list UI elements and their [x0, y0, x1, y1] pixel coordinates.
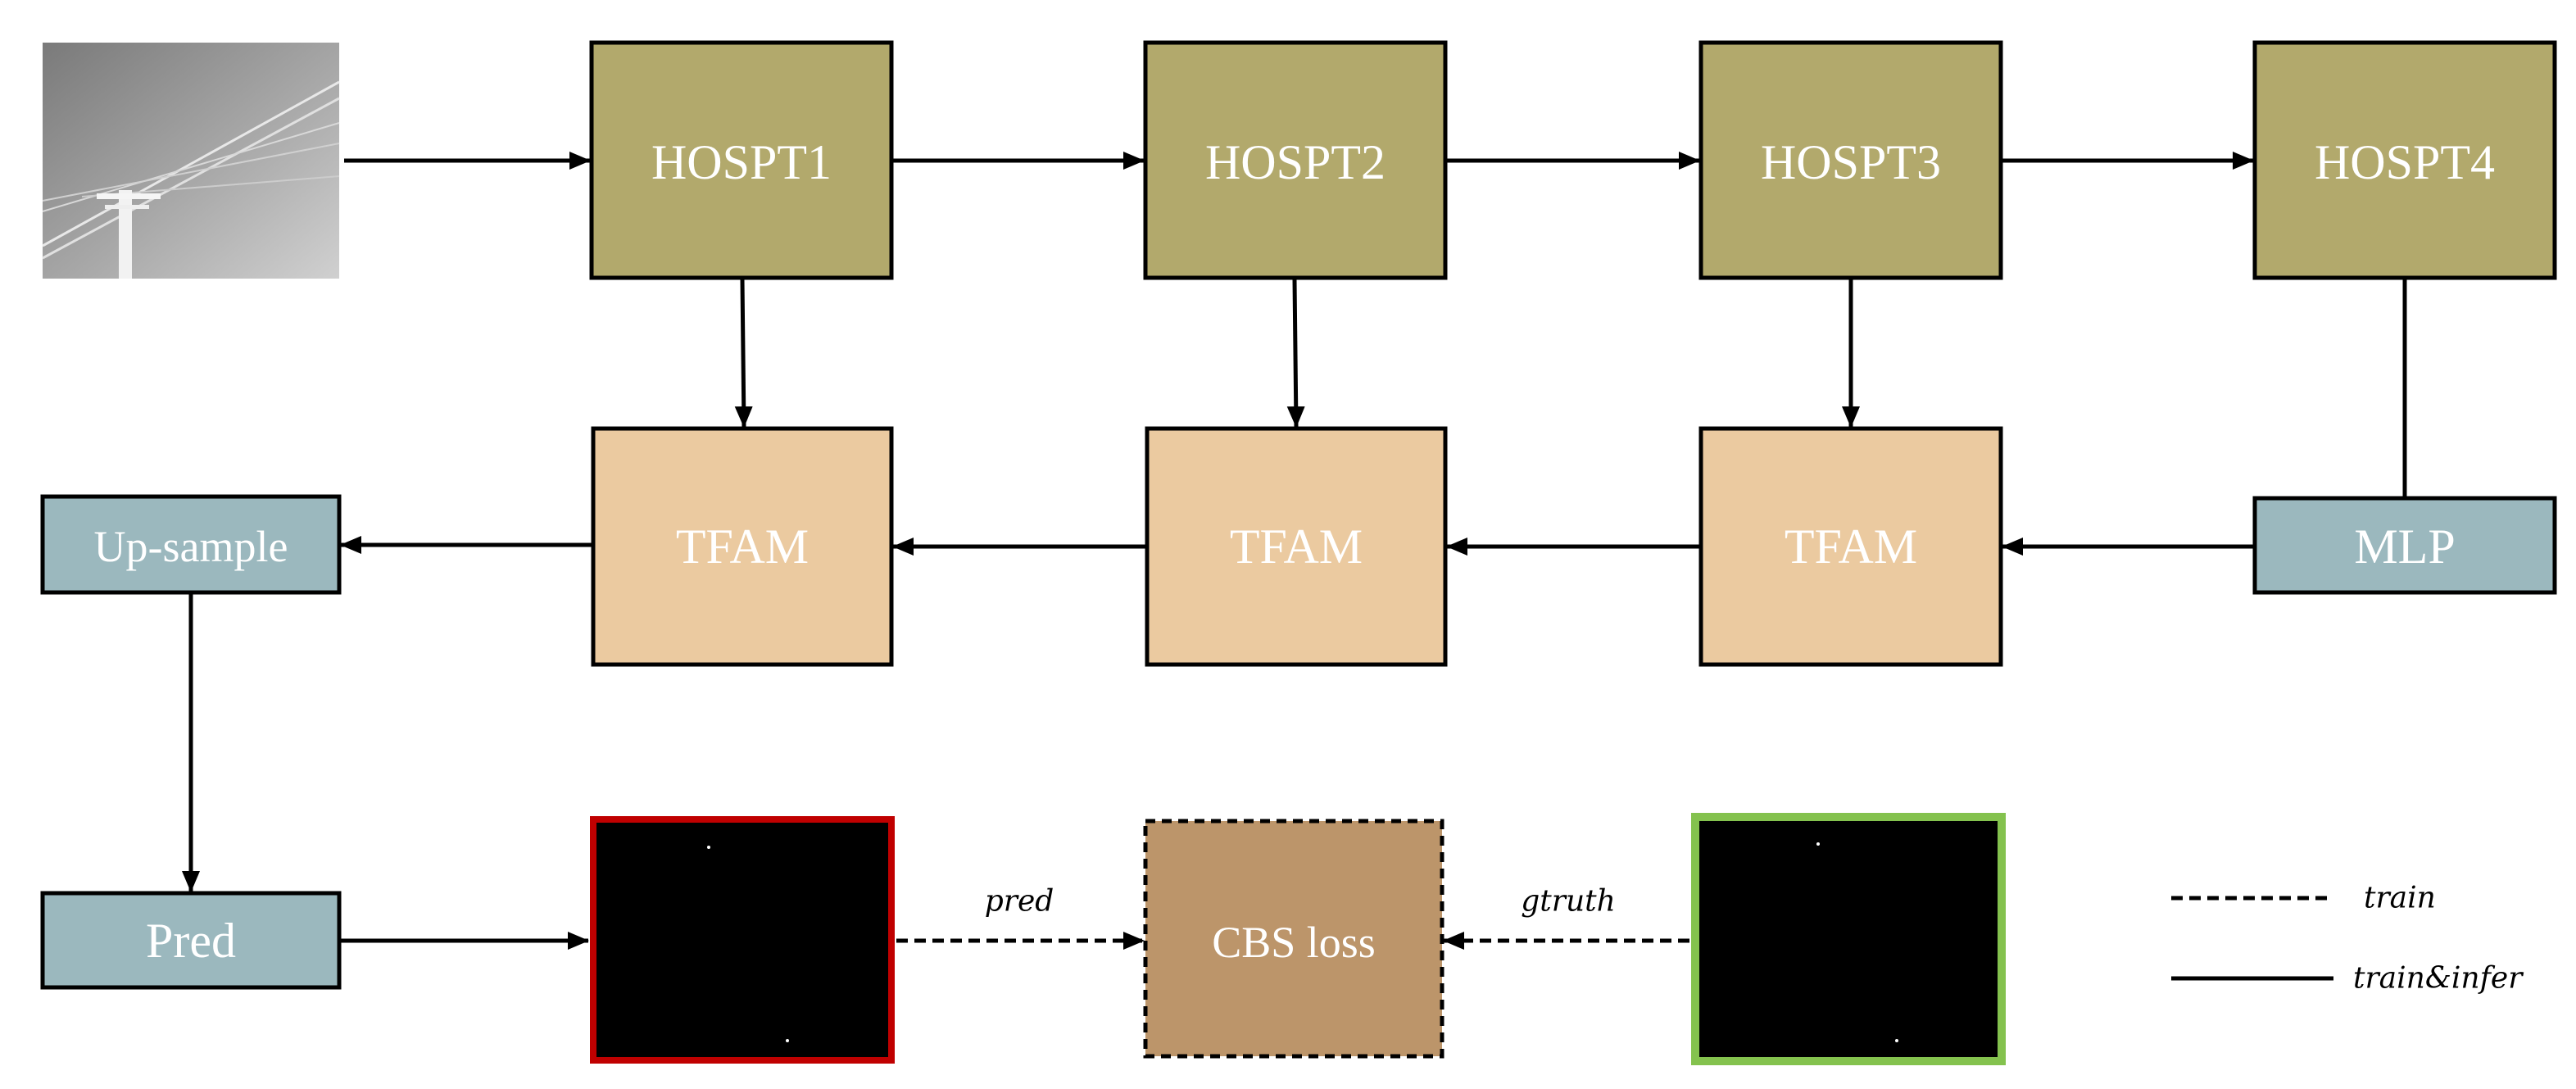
- hospt1-label: HOSPT1: [651, 135, 832, 189]
- input-image: [42, 43, 340, 279]
- hospt1-block: HOSPT1: [589, 40, 894, 280]
- cbs-loss-block: CBS loss: [1143, 819, 1444, 1059]
- tfam1-block: TFAM: [591, 426, 894, 667]
- tfam2-block: TFAM: [1145, 426, 1448, 667]
- pred-block: Pred: [40, 891, 342, 990]
- hospt3-block: HOSPT3: [1698, 40, 2003, 280]
- arrow-hospt2-to-tfam2: [1286, 279, 1305, 428]
- tfam2-label: TFAM: [1230, 520, 1363, 574]
- decoder-arrows: [340, 536, 2253, 556]
- hospt4-label: HOSPT4: [2315, 135, 2495, 189]
- upsample-label: Up-sample: [94, 522, 288, 571]
- arrow-hospt1-to-tfam1: [734, 279, 753, 428]
- hospt4-block: HOSPT4: [2252, 40, 2557, 280]
- ground-truth-map: [1691, 813, 2006, 1065]
- prediction-map: [590, 816, 895, 1064]
- mlp-block: MLP: [2252, 496, 2557, 595]
- legend-train-label: train: [2364, 882, 2436, 915]
- tfam3-label: TFAM: [1785, 520, 1917, 574]
- legend: train train&infer: [2171, 882, 2524, 996]
- pred-label: Pred: [146, 914, 236, 968]
- mlp-label: MLP: [2354, 520, 2455, 574]
- hospt2-label: HOSPT2: [1205, 135, 1386, 189]
- cbs-loss-label: CBS loss: [1212, 918, 1376, 967]
- hospt2-block: HOSPT2: [1143, 40, 1448, 280]
- skip-arrows: [734, 279, 2407, 497]
- legend-train-infer-label: train&infer: [2353, 962, 2524, 996]
- tfam1-label: TFAM: [676, 520, 809, 574]
- gtruth-edge-label: gtruth: [1521, 885, 1616, 919]
- pred-edge-label: pred: [985, 885, 1054, 919]
- tfam3-block: TFAM: [1698, 426, 2003, 667]
- hospt3-label: HOSPT3: [1761, 135, 1941, 189]
- upsample-block: Up-sample: [40, 494, 342, 595]
